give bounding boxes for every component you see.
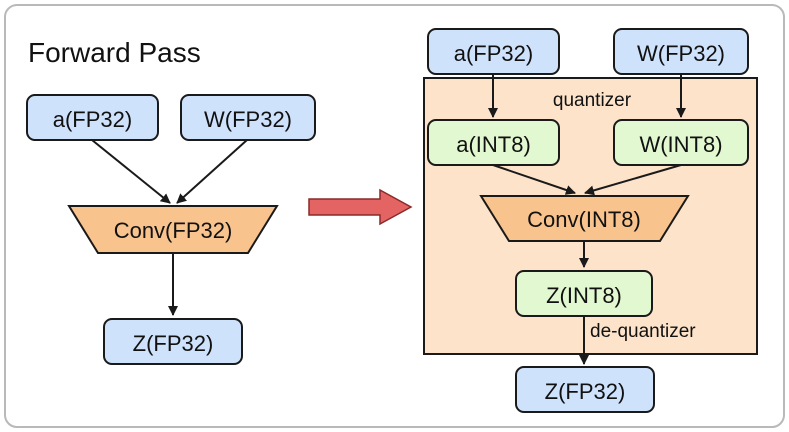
right-quant-a-node: a(INT8) [427, 119, 560, 166]
diagram-title: Forward Pass [28, 37, 201, 68]
left-conv-label: Conv(FP32) [114, 218, 233, 243]
right-output-z-node: Z(FP32) [515, 366, 655, 413]
left-arrow-a-to-conv [91, 139, 171, 204]
right-quant-w-label: W(INT8) [639, 132, 722, 157]
transform-arrow [308, 188, 413, 226]
right-conv-label: Conv(INT8) [527, 207, 641, 232]
right-quant-a-label: a(INT8) [456, 132, 531, 157]
right-arrow-a-to-conv [492, 164, 576, 195]
left-input-a-label: a(FP32) [53, 107, 132, 132]
right-arrow-w-to-conv [584, 164, 682, 196]
right-int8-pipeline: a(FP32) W(FP32) quantizer a(INT8) W(INT8… [423, 28, 758, 413]
left-output-z-node: Z(FP32) [103, 318, 243, 365]
right-input-w-node: W(FP32) [613, 28, 749, 75]
left-input-w-node: W(FP32) [180, 94, 316, 141]
right-input-w-label: W(FP32) [637, 41, 725, 66]
left-fp32-pipeline: a(FP32) W(FP32) Conv(FP32) Z(FP32) [26, 94, 316, 365]
dequantizer-label: de-quantizer [590, 321, 696, 342]
right-zint-label: Z(INT8) [546, 283, 622, 308]
right-conv-node: Conv(INT8) [479, 195, 690, 242]
right-output-z-label: Z(FP32) [545, 379, 626, 404]
right-input-a-node: a(FP32) [427, 28, 560, 75]
right-quant-w-node: W(INT8) [613, 119, 749, 166]
left-output-z-label: Z(FP32) [133, 331, 214, 356]
left-input-w-label: W(FP32) [204, 107, 292, 132]
left-arrow-w-to-conv [176, 139, 248, 204]
right-input-a-label: a(FP32) [454, 41, 533, 66]
left-conv-node: Conv(FP32) [67, 205, 279, 254]
right-zint-node: Z(INT8) [515, 270, 653, 317]
quantizer-label: quantizer [553, 90, 632, 111]
left-input-a-node: a(FP32) [26, 94, 159, 141]
